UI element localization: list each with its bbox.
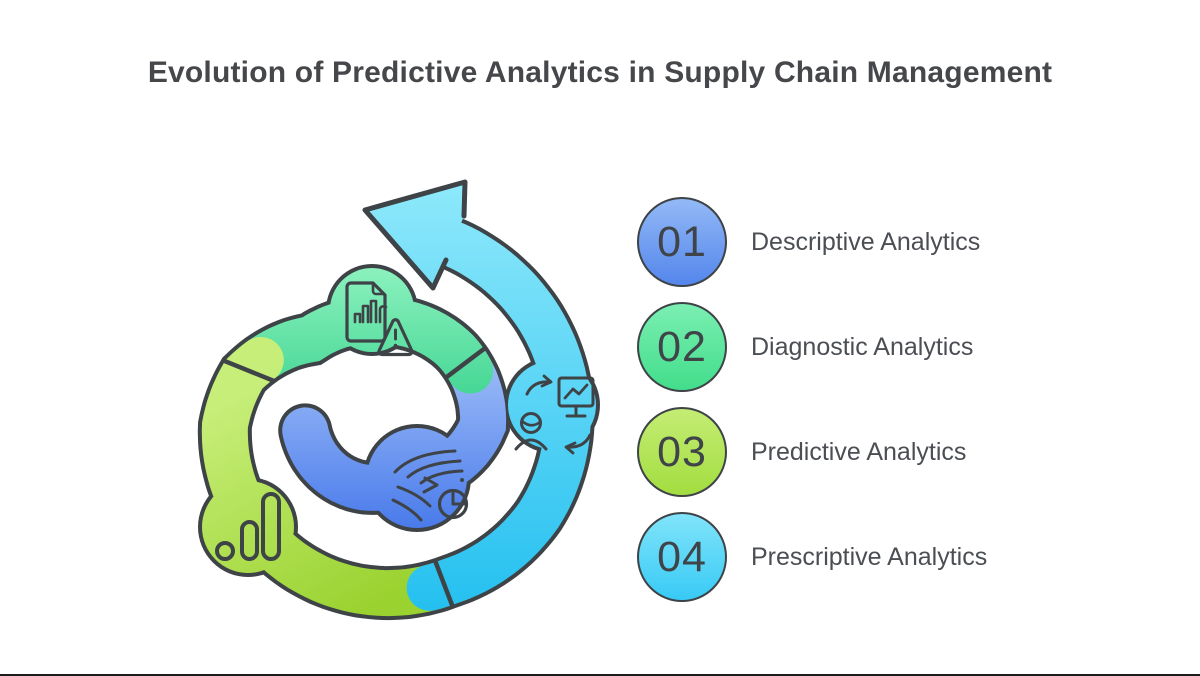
spiral-segment-predictive: [201, 337, 484, 617]
step-label: Diagnostic Analytics: [751, 332, 974, 361]
forecast-gust-gauge-icon: [391, 449, 469, 522]
spiral-segment-descriptive: [282, 328, 507, 511]
segment-seam: [432, 558, 456, 609]
arrow-head: [362, 179, 468, 291]
stats-bars-icon: [215, 492, 281, 561]
report-alert-icon: [345, 281, 414, 357]
legend-item-predictive: 03 Predictive Analytics: [637, 407, 987, 497]
step-number-circle: 04: [637, 512, 727, 602]
step-label: Descriptive Analytics: [751, 227, 981, 256]
spiral-diagram: [197, 179, 600, 621]
step-label: Prescriptive Analytics: [751, 542, 988, 571]
legend-item-prescriptive: 04 Prescriptive Analytics: [637, 512, 987, 602]
segment-seam: [220, 357, 275, 383]
step-number-circle: 01: [637, 197, 727, 287]
person-monitor-sync-icon: [514, 374, 595, 455]
step-label: Predictive Analytics: [751, 437, 967, 466]
bottom-edge-line: [0, 674, 1200, 676]
step-number-circle: 02: [637, 302, 727, 392]
segment-seam: [443, 346, 487, 380]
arrow-head-edges: [362, 179, 468, 291]
page-title: Evolution of Predictive Analytics in Sup…: [147, 56, 1053, 89]
arrow-head-fill: [365, 182, 465, 288]
spiral-segment-prescriptive: [406, 222, 591, 611]
legend-item-diagnostic: 02 Diagnostic Analytics: [637, 302, 987, 392]
legend: 01 Descriptive Analytics 02 Diagnostic A…: [637, 197, 987, 617]
legend-item-descriptive: 01 Descriptive Analytics: [637, 197, 987, 287]
step-number-circle: 03: [637, 407, 727, 497]
